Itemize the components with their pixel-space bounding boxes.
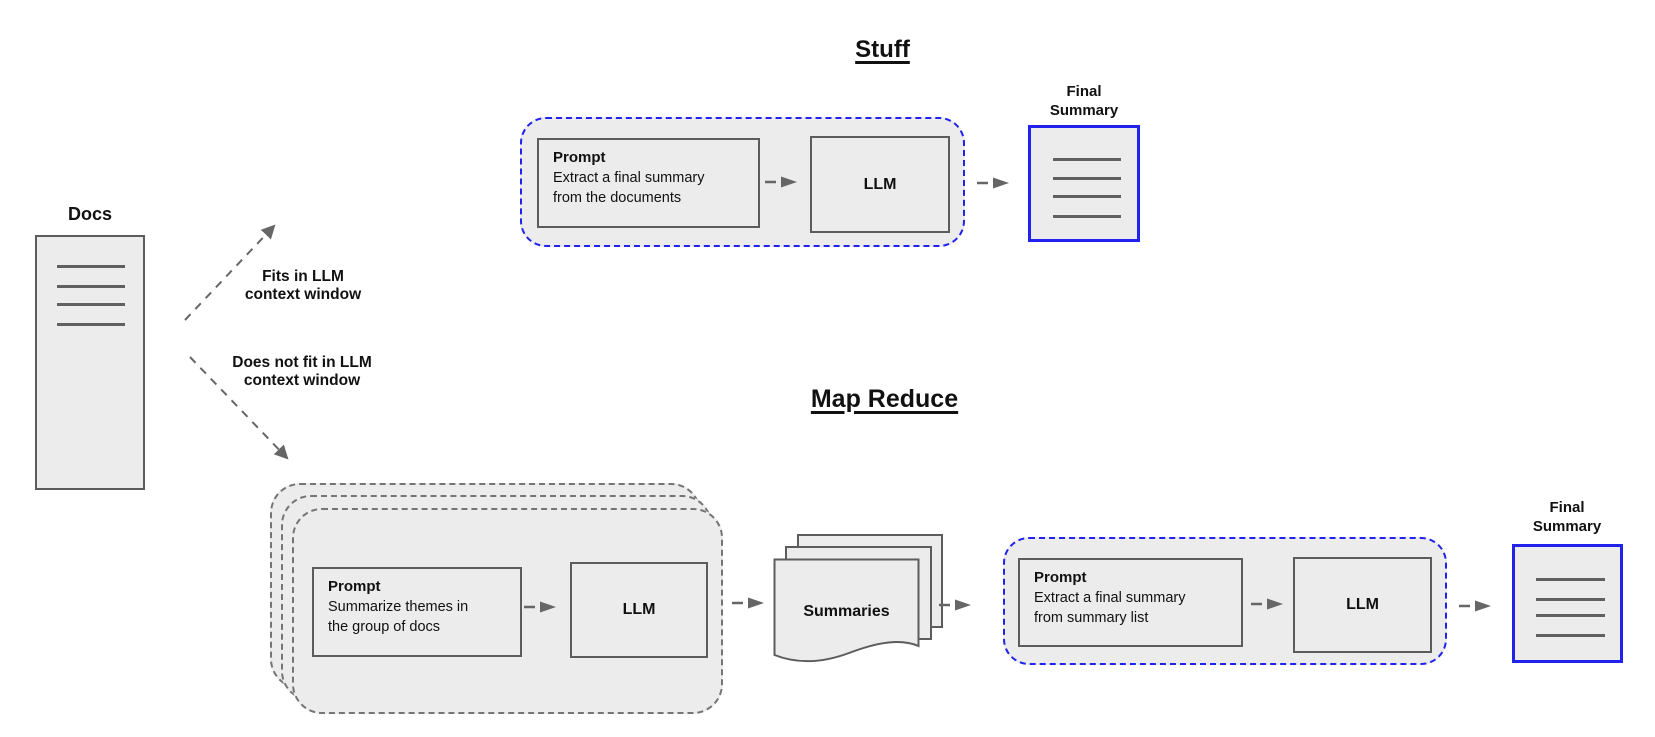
map-prompt-to-llm-arrow bbox=[524, 601, 556, 613]
fits-branch-label: Fits in LLM context window bbox=[244, 268, 362, 303]
summaries-to-reduce-arrow bbox=[939, 599, 971, 611]
fits-branch-arrow bbox=[184, 224, 276, 321]
doc-text-line bbox=[57, 303, 125, 306]
reduce-prompt-title: Prompt bbox=[1034, 569, 1087, 586]
doc-text-line bbox=[57, 323, 125, 326]
reduce-llm-to-summary-arrow bbox=[1459, 600, 1491, 612]
map-prompt-body: Summarize themes in the group of docs bbox=[328, 599, 469, 635]
doc-text-line bbox=[1536, 634, 1605, 637]
docs-label: Docs bbox=[67, 204, 112, 224]
map-llm-box: LLM bbox=[570, 562, 708, 658]
summaries-page-front bbox=[773, 558, 920, 663]
reduce-prompt-to-llm-arrow bbox=[1251, 598, 1283, 610]
map-llm-to-summaries-arrow bbox=[732, 597, 764, 609]
docs-icon bbox=[35, 235, 145, 490]
stuff-llm-to-summary-arrow bbox=[977, 177, 1009, 189]
does-not-fit-branch-label: Does not fit in LLM context window bbox=[232, 354, 372, 389]
stuff-prompt-title: Prompt bbox=[553, 149, 606, 166]
doc-text-line bbox=[1053, 215, 1121, 218]
doc-text-line bbox=[1053, 195, 1121, 198]
reduce-final-summary-doc-icon bbox=[1512, 544, 1623, 663]
stuff-prompt-box: Prompt Extract a final summary from the … bbox=[537, 138, 760, 228]
stuff-final-summary-label: Final Summary bbox=[1049, 83, 1119, 119]
doc-text-line bbox=[1053, 158, 1121, 161]
reduce-prompt-body: Extract a final summary from summary lis… bbox=[1034, 590, 1186, 626]
stuff-section-title: Stuff bbox=[855, 36, 910, 63]
summaries-label: Summaries bbox=[803, 603, 890, 620]
map-prompt-box: Prompt Summarize themes in the group of … bbox=[312, 567, 522, 657]
stuff-prompt-to-llm-arrow bbox=[765, 176, 797, 188]
doc-text-line bbox=[57, 265, 125, 268]
doc-text-line bbox=[1536, 598, 1605, 601]
doc-text-line bbox=[1053, 177, 1121, 180]
stuff-llm-box: LLM bbox=[810, 136, 950, 233]
summaries-stack-icon: Summaries bbox=[773, 534, 945, 668]
stuff-final-summary-doc-icon bbox=[1028, 125, 1140, 242]
doc-text-line bbox=[1536, 578, 1605, 581]
map-prompt-title: Prompt bbox=[328, 578, 381, 595]
stuff-prompt-body: Extract a final summary from the documen… bbox=[553, 170, 705, 206]
reduce-prompt-box: Prompt Extract a final summary from summ… bbox=[1018, 558, 1243, 647]
doc-text-line bbox=[57, 285, 125, 288]
reduce-final-summary-label: Final Summary bbox=[1532, 499, 1602, 535]
doc-text-line bbox=[1536, 614, 1605, 617]
map-reduce-section-title: Map Reduce bbox=[810, 385, 959, 413]
reduce-llm-box: LLM bbox=[1293, 557, 1432, 653]
